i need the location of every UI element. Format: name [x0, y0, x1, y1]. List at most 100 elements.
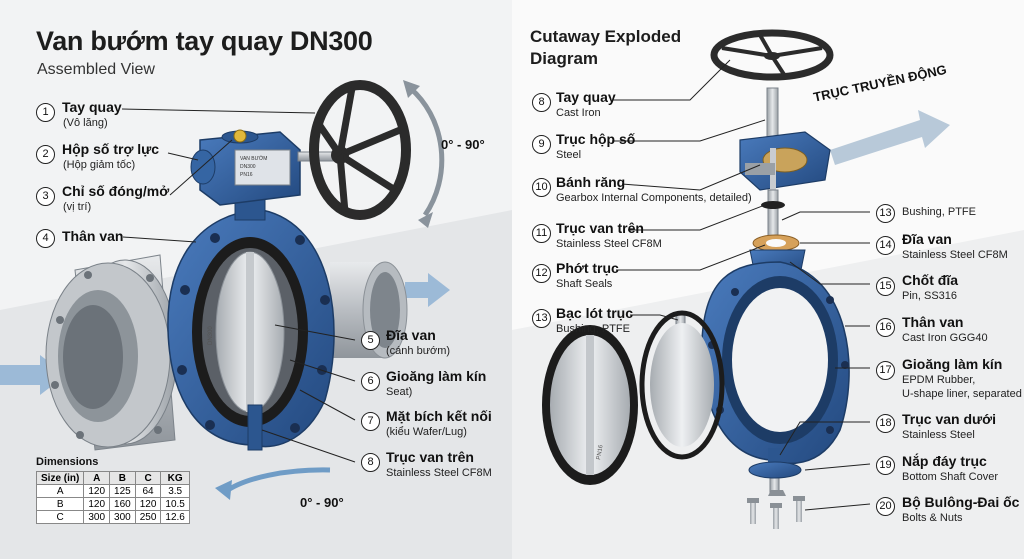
seat-mark: PN16: [596, 444, 605, 460]
callout-subtitle: Cast Iron: [556, 107, 601, 119]
callout-subtitle: Gearbox Internal Components, detailed): [556, 192, 752, 204]
handwheel-exploded: [710, 29, 834, 81]
callout-title: Trục van trên: [386, 449, 474, 465]
table-cell: 125: [109, 484, 136, 498]
callout-subtitle: Stainless Steel CF8M: [556, 238, 662, 250]
callout-subtitle: Bolts & Nuts: [902, 512, 963, 524]
table-header-row: Size (in) A B C KG: [35, 471, 190, 485]
table-cell: 64: [134, 484, 162, 498]
callout-title: Bộ Bulông-Đai ốc: [902, 494, 1020, 510]
callout-number: 14: [876, 236, 895, 255]
callout-title: Trục van trên: [556, 220, 644, 236]
gearbox-assembled: VAN BƯỚM DN300 PN16: [190, 129, 334, 206]
flow-arrow-out: [405, 273, 450, 307]
callout-number: 6: [361, 372, 380, 391]
table-header-cell: C: [134, 471, 162, 485]
callout-title: Gioăng làm kín: [386, 368, 487, 384]
callout-number: 1: [36, 103, 55, 122]
table-cell: 120: [83, 484, 111, 498]
callout-title: Chỉ số đóng/mở: [62, 183, 170, 199]
callout-subtitle: (cánh bướm): [386, 345, 451, 357]
handwheel-assembled: [309, 80, 411, 220]
valve-body-exploded: [701, 261, 850, 468]
callout-title: Thân van: [62, 228, 124, 244]
callout-number: 9: [532, 135, 551, 154]
callout-subtitle: Pin, SS316: [902, 290, 958, 302]
callout-number: 16: [876, 318, 895, 337]
callout-title: Phớt trục: [556, 260, 619, 276]
callout-number: 18: [876, 414, 895, 433]
leader-lines-right: [612, 59, 871, 511]
callout-subtitle-2: U-shape liner, separated: [902, 388, 1022, 400]
table-header-cell: B: [109, 471, 136, 485]
callout-title: Thân van: [902, 314, 964, 330]
table-cell: 300: [109, 510, 136, 524]
bottom-cover: [748, 461, 802, 479]
callout-number: 3: [36, 187, 55, 206]
callout-subtitle: Seat): [386, 386, 413, 398]
callout-subtitle: EPDM Rubber,: [902, 374, 976, 386]
callout-title: Nắp đáy trục: [902, 453, 987, 469]
callout-title: Trục hộp số: [556, 131, 636, 147]
dimensions-title: Dimensions: [36, 456, 99, 468]
page-subtitle: Assembled View: [37, 61, 155, 78]
callout-subtitle: Stainless Steel: [902, 429, 975, 441]
table-cell: 10.5: [160, 497, 190, 511]
nameplate-line-1: VAN BƯỚM: [240, 155, 267, 162]
callout-subtitle: (Vô lăng): [63, 117, 108, 129]
callout-subtitle: Cast Iron GGG40: [902, 332, 988, 344]
disc-angle: 0° - 90°: [300, 495, 344, 510]
callout-title: Gioăng làm kín: [902, 356, 1003, 372]
table-cell: A: [35, 484, 85, 498]
table-cell: 12.6: [160, 510, 190, 524]
callout-subtitle: Steel: [556, 149, 582, 161]
callout-number: 19: [876, 456, 895, 475]
callout-title: Bánh răng: [556, 174, 626, 190]
nameplate-line-2: DN300: [240, 164, 256, 170]
callout-number: 20: [876, 497, 895, 516]
seat-liner-exploded: PN16: [542, 325, 638, 485]
leader-lines-left: [121, 108, 356, 463]
callout-number: 5: [361, 331, 380, 350]
callout-number: 8: [361, 453, 380, 472]
dimensions-table: Dimensions Size (in) A B C KG A 120 125 …: [35, 456, 190, 524]
callout-title: Đĩa van: [902, 231, 952, 247]
handwheel-angle: 0° - 90°: [441, 137, 485, 152]
rotation-arrow-disc: [215, 467, 331, 500]
callout-subtitle: (vị trí): [63, 201, 92, 213]
callout-subtitle: (kiểu Wafer/Lug): [386, 426, 467, 438]
callout-title: Bạc lót trục: [556, 305, 634, 321]
table-row: C 300 300 250 12.6: [35, 510, 190, 524]
table-header-cell: Size (in): [35, 471, 85, 485]
bolts-nuts: [747, 490, 805, 529]
upper-stem-exploded: [767, 189, 779, 239]
table-cell: 160: [109, 497, 136, 511]
callout-number: 10: [532, 178, 551, 197]
callout-subtitle: Bottom Shaft Cover: [902, 471, 998, 483]
callout-number: 13: [532, 309, 551, 328]
callout-number: 17: [876, 361, 895, 380]
table-cell: 3.5: [160, 484, 190, 498]
table-header-cell: A: [83, 471, 111, 485]
shaft-flow-arrow: [830, 110, 950, 165]
rotation-arrow-handwheel: [403, 80, 445, 228]
callout-number: 8: [532, 93, 551, 112]
table-header-cell: KG: [160, 471, 190, 485]
callout-number: 12: [532, 264, 551, 283]
callout-subtitle: Bushing, PTFE: [556, 323, 630, 335]
callout-number: 15: [876, 277, 895, 296]
table-cell: B: [35, 497, 85, 511]
nameplate-line-3: PN16: [240, 172, 253, 178]
table-cell: 250: [134, 510, 162, 524]
callout-title: Chốt đĩa: [902, 272, 958, 288]
table-cell: C: [35, 510, 85, 524]
callout-subtitle: Shaft Seals: [556, 278, 613, 290]
table-cell: 120: [134, 497, 162, 511]
gearbox-nameplate: [234, 149, 291, 186]
table-row: A 120 125 64 3.5: [35, 484, 190, 498]
callout-number: 2: [36, 145, 55, 164]
shaft-seal: [761, 201, 785, 209]
flange-inlet: [45, 254, 178, 451]
callout-subtitle: (Hộp giảm tốc): [63, 159, 136, 171]
